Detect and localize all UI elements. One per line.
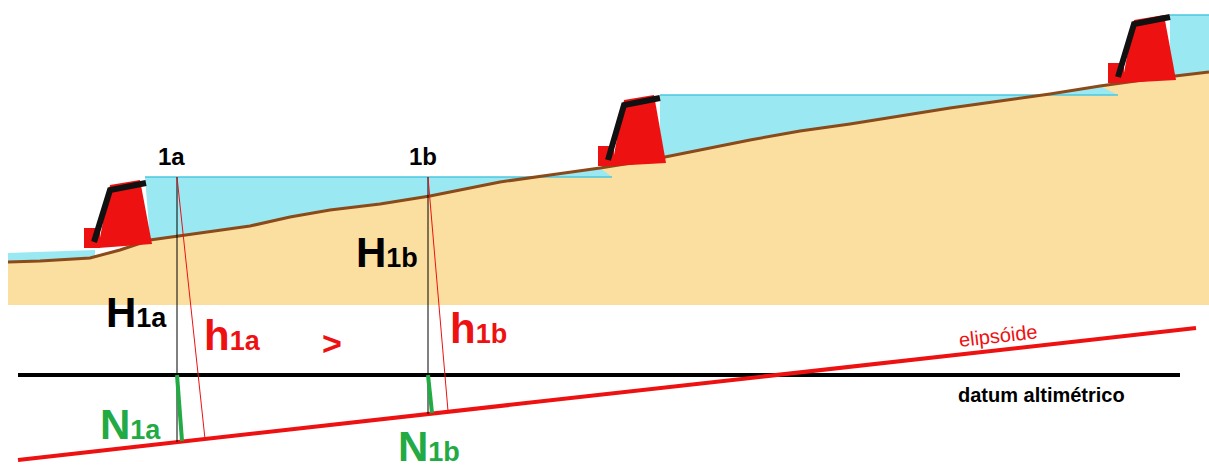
undulation-label: N1b <box>398 426 460 468</box>
comparison-sign: > <box>322 326 342 360</box>
normal-line <box>428 177 448 411</box>
height-label: H1b <box>356 232 418 274</box>
point-label: 1b <box>409 145 437 169</box>
undulation-label: N1a <box>100 404 160 446</box>
point-label: 1a <box>158 145 185 169</box>
dam <box>598 95 666 166</box>
reservoir <box>1170 15 1209 78</box>
dam <box>84 180 152 248</box>
terrain-fill <box>8 72 1209 305</box>
geoid-undulation <box>177 375 182 441</box>
normal-line <box>177 177 205 439</box>
water-surface <box>145 15 1209 177</box>
terrain-line <box>8 72 1209 262</box>
reservoir <box>660 86 1118 158</box>
datum-line <box>18 373 1180 377</box>
dam <box>1108 15 1176 83</box>
height-label: h1b <box>450 308 507 350</box>
height-label: H1a <box>106 292 166 334</box>
ellipsoid-line <box>18 328 1196 460</box>
height-label: h1a <box>204 315 260 357</box>
geoid-undulation <box>428 375 432 413</box>
datum-label: datum altimétrico <box>958 385 1125 405</box>
